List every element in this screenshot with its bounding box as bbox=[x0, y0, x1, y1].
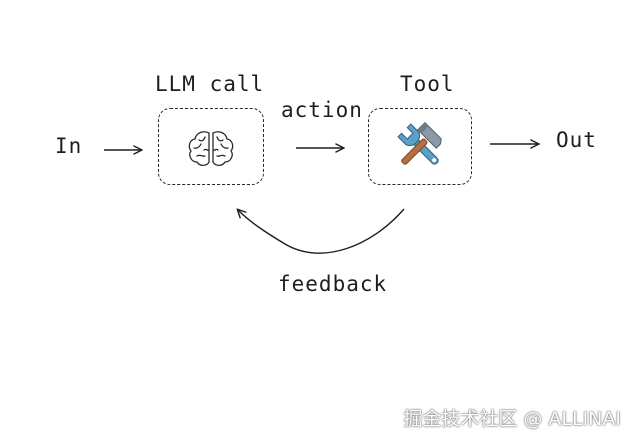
output-label: Out bbox=[556, 128, 597, 152]
feedback-edge-label: feedback bbox=[278, 272, 388, 296]
input-label: In bbox=[55, 134, 83, 158]
hammer-wrench-icon bbox=[397, 121, 442, 165]
tool-label: Tool bbox=[400, 72, 455, 96]
tool-node bbox=[368, 108, 472, 185]
llm-call-label: LLM call bbox=[155, 72, 265, 96]
watermark: 掘金技术社区 @ ALLINAI bbox=[403, 408, 621, 430]
llm-call-node bbox=[158, 108, 264, 185]
action-edge-label: action bbox=[281, 98, 363, 122]
arrow-feedback bbox=[238, 209, 405, 254]
brain-icon bbox=[188, 131, 234, 167]
